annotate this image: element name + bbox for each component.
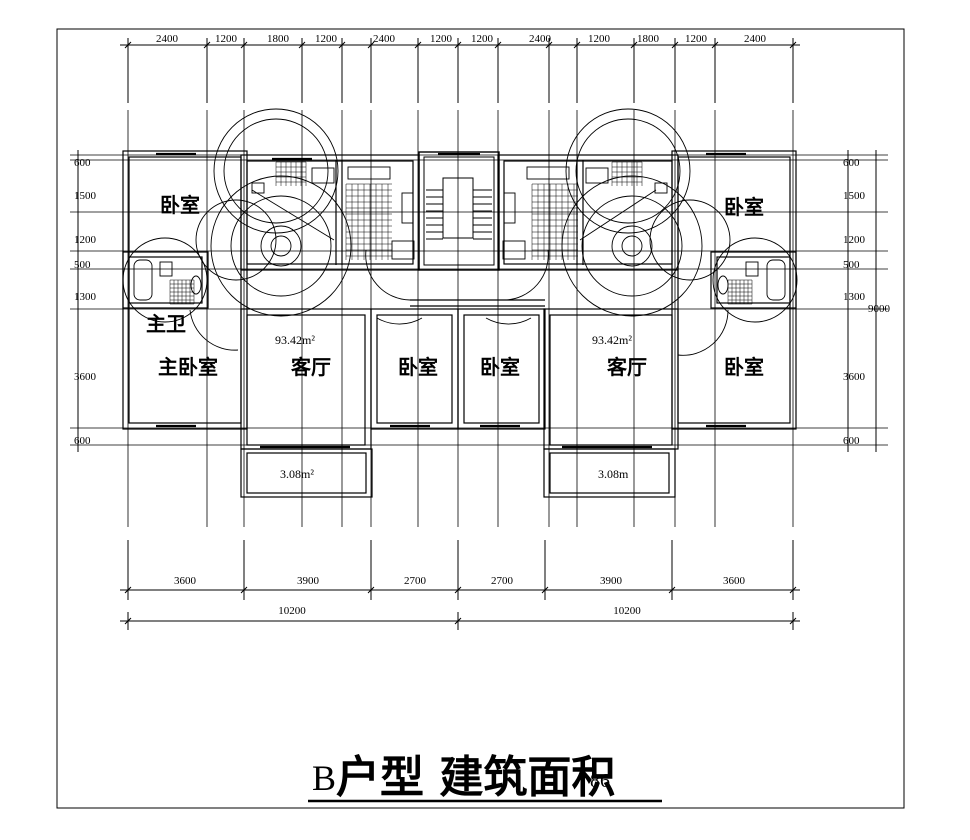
- right-dim-4: 500: [843, 259, 860, 271]
- fixtures: [133, 166, 786, 301]
- bottom-dimension-labels: 3600 3900 2700 2700 3900 3600 10200 1020…: [174, 575, 746, 617]
- bottom-slash-2: [240, 586, 248, 594]
- title-overlap-number: 86: [590, 770, 610, 792]
- top-slash-8: [454, 41, 462, 49]
- right-dim-6: 3600: [843, 371, 866, 383]
- left-dim-5: 1300: [74, 291, 97, 303]
- axis-grid-lines: [127, 110, 794, 527]
- top-dim-6: 1200: [430, 33, 453, 45]
- bottom-total-left: 10200: [278, 605, 306, 617]
- bottom-dim-1: 3600: [174, 575, 197, 587]
- left-dim-3: 1200: [74, 234, 97, 246]
- furniture-circles: [122, 108, 798, 356]
- top-slash-1: [124, 41, 132, 49]
- top-slash-10: [545, 41, 553, 49]
- top-slash-2: [203, 41, 211, 49]
- room-label-bedroom-br: 卧室: [724, 355, 764, 379]
- room-label-master-bedroom: 主卧室: [158, 355, 218, 379]
- left-dimension-labels: 600 1500 1200 500 1300 3600 600: [74, 157, 97, 447]
- room-label-bedroom-tl: 卧室: [160, 193, 200, 217]
- room-label-bedroom-tr: 卧室: [724, 195, 764, 219]
- bottom-dim-6: 3600: [723, 575, 746, 587]
- unit-area-left: 93.42m²: [275, 333, 315, 347]
- bottom-total-right: 10200: [613, 605, 641, 617]
- top-slash-12: [630, 41, 638, 49]
- right-dim-5: 1300: [843, 291, 866, 303]
- top-slash-15: [789, 41, 797, 49]
- total-slash-3: [789, 617, 797, 625]
- bottom-dim-2: 3900: [297, 575, 320, 587]
- room-label-living-left: 客厅: [290, 355, 331, 379]
- left-dim-7: 600: [74, 435, 91, 447]
- top-slash-5: [338, 41, 346, 49]
- right-total-dim: 9000: [868, 303, 891, 315]
- top-slash-9: [494, 41, 502, 49]
- walls-left-unit: [122, 150, 459, 498]
- side-dimension-lines: [77, 150, 877, 452]
- balcony-area-right: 3.08m: [598, 467, 629, 481]
- top-dim-3: 1800: [267, 33, 290, 45]
- top-dim-8: 2400: [529, 33, 552, 45]
- right-dim-7: 600: [843, 435, 860, 447]
- total-slash-1: [124, 617, 132, 625]
- top-slash-7: [414, 41, 422, 49]
- room-label-bedroom-mr: 卧室: [480, 355, 520, 379]
- top-slash-13: [671, 41, 679, 49]
- balcony-area-left: 3.08m²: [280, 467, 314, 481]
- total-slash-2: [454, 617, 462, 625]
- left-dim-2: 1500: [74, 190, 97, 202]
- bottom-slash-1: [124, 586, 132, 594]
- left-dim-1: 600: [74, 157, 91, 169]
- top-dim-5: 2400: [373, 33, 396, 45]
- bottom-dim-3: 2700: [404, 575, 427, 587]
- right-dim-3: 1200: [843, 234, 866, 246]
- top-dim-4: 1200: [315, 33, 338, 45]
- windows: [156, 152, 746, 449]
- area-labels: 93.42m² 93.42m² 3.08m² 3.08m: [275, 333, 632, 481]
- room-labels: 卧室 卧室 主卫 主卧室 客厅 卧室 卧室 客厅 卧室: [146, 193, 764, 379]
- right-dimension-labels: 600 1500 1200 500 1300 3600 600 9000: [843, 157, 891, 447]
- right-dim-2: 1500: [843, 190, 866, 202]
- drawing-title: B 86 户型 建筑面积: [308, 752, 662, 803]
- bottom-dim-5: 3900: [600, 575, 623, 587]
- unit-area-right: 93.42m²: [592, 333, 632, 347]
- right-dim-1: 600: [843, 157, 860, 169]
- top-dimension-chain: [120, 38, 800, 103]
- stairwell: [410, 151, 545, 307]
- bottom-slash-3: [367, 586, 375, 594]
- bottom-slash-5: [541, 586, 549, 594]
- top-slash-11: [573, 41, 581, 49]
- top-dim-2: 1200: [215, 33, 238, 45]
- left-dim-6: 3600: [74, 371, 97, 383]
- bottom-slash-7: [789, 586, 797, 594]
- top-slash-3: [240, 41, 248, 49]
- top-dim-12: 2400: [744, 33, 767, 45]
- bottom-slash-6: [668, 586, 676, 594]
- top-dimension-labels: 2400 1200 1800 1200 2400 1200 1200 2400 …: [156, 33, 767, 45]
- title-text: 户型 建筑面积: [336, 752, 615, 803]
- top-dim-7: 1200: [471, 33, 494, 45]
- top-dim-10: 1800: [637, 33, 660, 45]
- top-slash-4: [298, 41, 306, 49]
- top-slash-14: [711, 41, 719, 49]
- room-label-living-right: 客厅: [606, 355, 647, 379]
- bottom-slash-4: [454, 586, 462, 594]
- room-label-master-bath: 主卫: [146, 312, 186, 336]
- top-dim-1: 2400: [156, 33, 179, 45]
- tile-grids: [169, 161, 753, 305]
- bottom-dimension-chain: [120, 540, 800, 630]
- top-slash-6: [367, 41, 375, 49]
- top-dim-9: 1200: [588, 33, 611, 45]
- drawing-frame: [56, 28, 905, 809]
- horizontal-axis-lines: [70, 154, 888, 446]
- left-dim-4: 500: [74, 259, 91, 271]
- bottom-dim-4: 2700: [491, 575, 514, 587]
- top-dim-11: 1200: [685, 33, 708, 45]
- room-label-bedroom-ml: 卧室: [398, 355, 438, 379]
- title-letter: B: [312, 758, 336, 798]
